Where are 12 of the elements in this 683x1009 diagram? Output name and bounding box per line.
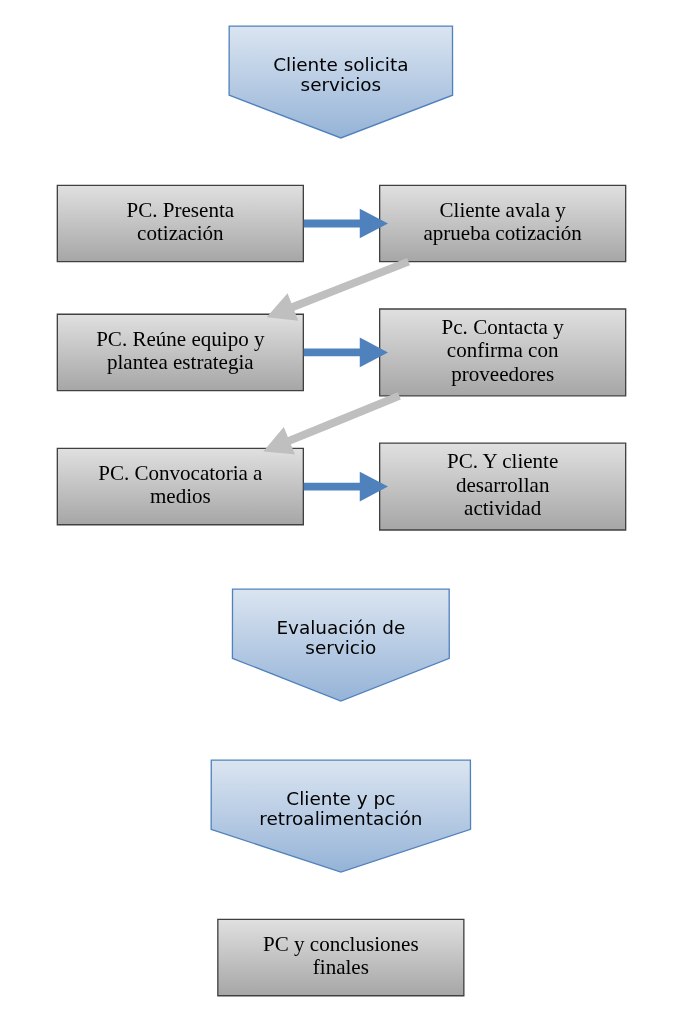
node-box: PC. Convocatoria a medios [56, 447, 304, 525]
arrow [263, 391, 401, 454]
node-box: PC. Y cliente desarrollan actividad [379, 442, 627, 531]
node-box: PC. Reúne equipo y plantea estrategia [56, 313, 304, 391]
node-box: PC y conclusiones finales [217, 918, 465, 996]
node-box: Cliente avala y aprueba cotización [379, 184, 627, 262]
arrow [303, 337, 388, 367]
arrow [303, 471, 388, 501]
arrow [266, 257, 410, 321]
arrow [303, 208, 388, 238]
node-box: Pc. Contacta y confirma con proveedores [379, 307, 627, 396]
node-box: PC. Presenta cotización [56, 184, 304, 262]
